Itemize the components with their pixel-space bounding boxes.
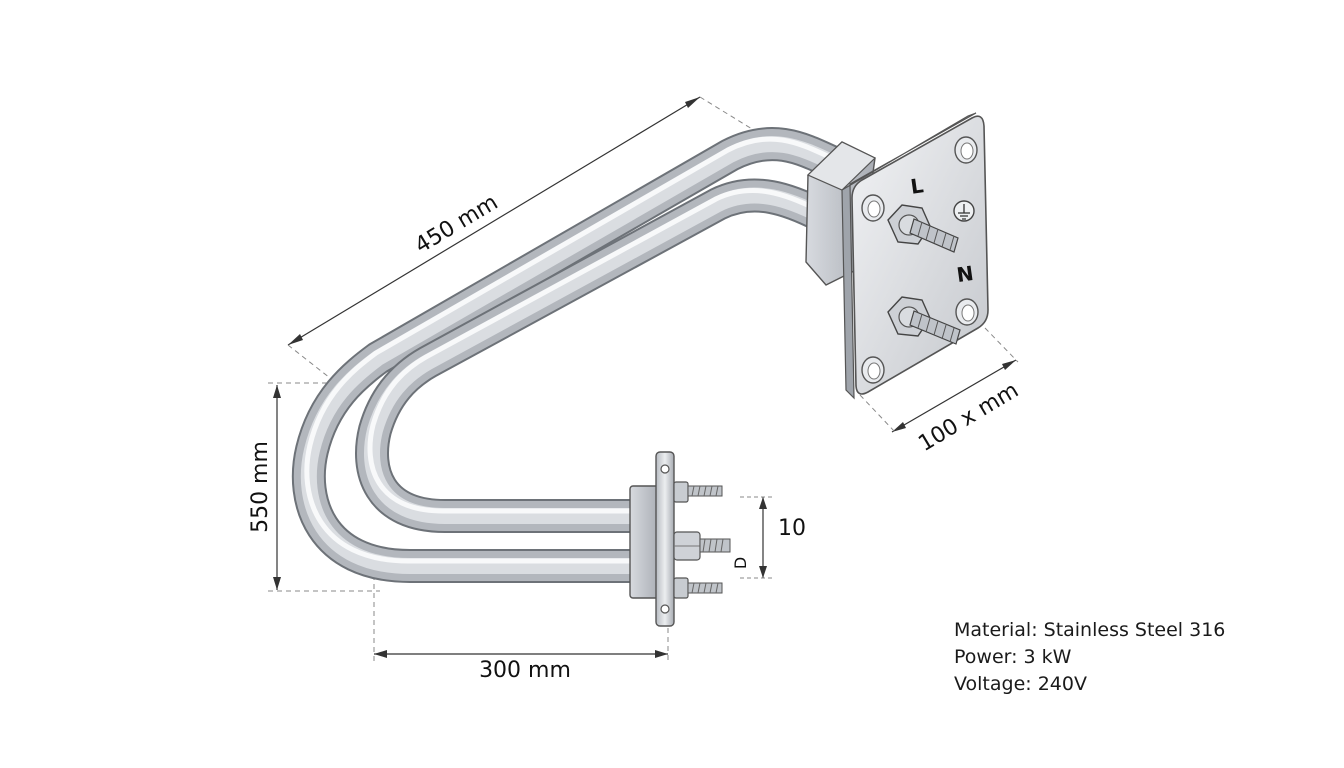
threaded-stud-icon xyxy=(909,310,961,345)
dimension-line-100 xyxy=(891,359,1017,433)
arrow-icon xyxy=(759,566,767,578)
flange-boss-top xyxy=(806,141,877,191)
dimension-550: 550 mm xyxy=(248,382,380,592)
lower-terminal-top xyxy=(673,481,723,503)
spec-power: Power: 3 kW xyxy=(954,646,1072,668)
lower-terminal-bottom xyxy=(673,577,723,599)
mounting-hole-icon xyxy=(861,356,885,384)
spec-block: Material: Stainless Steel 316 Power: 3 k… xyxy=(954,617,1225,698)
dimension-label-550: 550 mm xyxy=(248,441,273,533)
hex-nut-icon xyxy=(673,481,689,503)
mounting-hole-icon xyxy=(861,194,885,222)
arrow-icon xyxy=(273,385,281,398)
arrow-icon xyxy=(273,577,281,590)
dimension-450: 450 mm xyxy=(287,96,771,379)
lower-flange xyxy=(629,451,675,627)
extension-line xyxy=(699,96,771,141)
mounting-hole-icon xyxy=(660,604,670,614)
dimension-300: 300 mm xyxy=(373,575,669,683)
upper-flange: L N xyxy=(805,112,989,400)
arrow-icon xyxy=(655,650,668,658)
mounting-hole-icon xyxy=(660,464,670,474)
heating-tube-outer xyxy=(291,127,846,583)
mounting-hole-icon xyxy=(954,136,978,164)
hex-nut-icon xyxy=(673,577,689,599)
ground-symbol-icon xyxy=(953,200,975,222)
arrow-icon xyxy=(288,334,303,345)
dimension-label-100: 100 x mm xyxy=(914,378,1023,457)
spec-material: Material: Stainless Steel 316 xyxy=(954,619,1226,641)
terminal-label-neutral: N xyxy=(955,261,975,287)
arrow-icon xyxy=(759,497,767,509)
dimension-label-d: D xyxy=(731,557,750,569)
terminal-neutral xyxy=(887,296,961,345)
threaded-stud-icon xyxy=(909,218,959,253)
flange-plate xyxy=(851,115,989,395)
dimension-10: 10 D xyxy=(731,496,806,579)
terminal-live xyxy=(887,204,959,253)
lower-flange-plate xyxy=(655,451,675,627)
lower-terminal-middle xyxy=(673,531,731,561)
dimension-line-450 xyxy=(287,96,701,346)
arrow-icon xyxy=(374,650,387,658)
arrow-icon xyxy=(892,422,906,432)
arrow-icon xyxy=(1002,360,1016,370)
arrow-icon xyxy=(685,97,700,108)
extension-line xyxy=(287,344,331,379)
extension-line xyxy=(859,394,896,433)
dimension-label-300: 300 mm xyxy=(479,658,571,683)
extension-line xyxy=(984,327,1019,363)
spec-voltage: Voltage: 240V xyxy=(954,673,1087,695)
terminal-label-live: L xyxy=(909,173,925,199)
dimension-label-10: 10 xyxy=(778,516,806,541)
heating-tube-inner xyxy=(355,178,828,533)
mounting-hole-icon xyxy=(955,298,979,326)
flange-plate-edge xyxy=(841,112,977,400)
